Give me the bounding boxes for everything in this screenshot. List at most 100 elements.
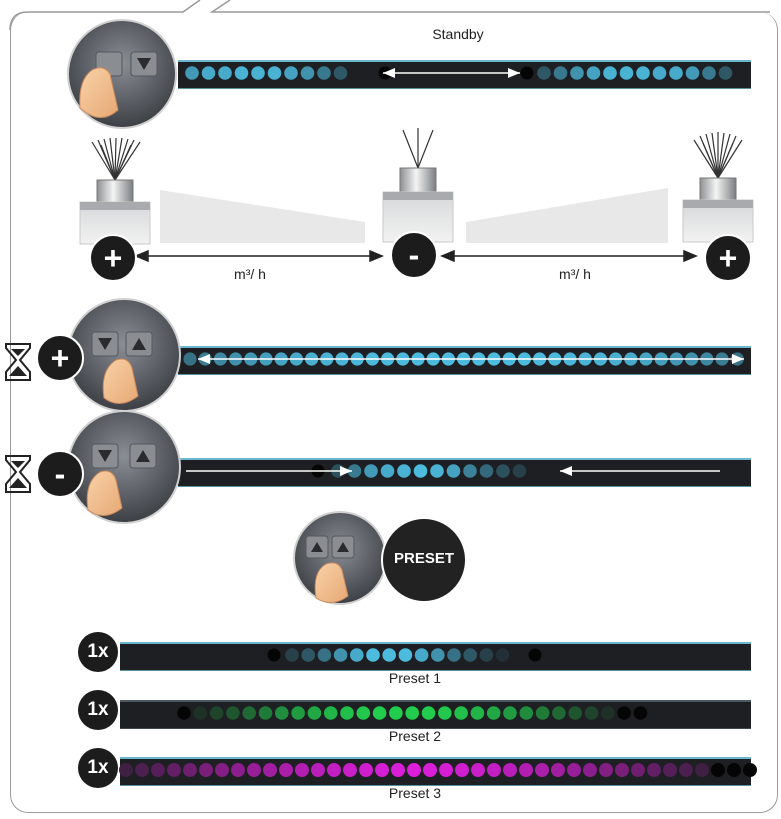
button-closeup-increase [67, 298, 181, 412]
preset-1-led [301, 648, 316, 662]
preset-3-led [679, 763, 693, 777]
preset-2-led [209, 706, 224, 720]
preset-3-led [375, 763, 389, 777]
preset-3-led [615, 763, 629, 777]
preset-3-led [455, 763, 469, 777]
decrease-led [347, 464, 362, 478]
preset-2-label: Preset 2 [388, 728, 442, 744]
standby-right-led [553, 66, 568, 80]
preset-2-led [177, 706, 191, 720]
preset-1-led [333, 648, 348, 662]
preset-1-led [350, 648, 364, 662]
preset-2-led [275, 706, 289, 720]
led-strip-preset-1 [120, 642, 751, 671]
preset-3-led [711, 763, 725, 777]
decrease-led [512, 464, 527, 478]
nozzle-max-right [682, 132, 754, 243]
preset-1-led [366, 648, 380, 662]
preset-3-led [279, 763, 293, 777]
preset-3-led [535, 763, 549, 777]
preset-2-led [601, 706, 615, 720]
preset-3-led [183, 763, 197, 777]
preset-1-led [463, 648, 478, 662]
standby-right-led [652, 66, 667, 80]
button-closeup-standby [67, 19, 177, 129]
standby-left-led [317, 66, 331, 80]
preset-1-led [285, 648, 299, 662]
minus-icon [390, 231, 438, 279]
standby-right-led [603, 66, 617, 80]
preset-2-led [503, 706, 517, 720]
preset-3-led [359, 763, 373, 777]
preset-3-led [295, 763, 309, 777]
preset-3-led [423, 763, 437, 777]
standby-right-led [537, 66, 551, 80]
preset-3-led [151, 763, 165, 777]
plus-icon-glyph: + [719, 240, 738, 276]
preset-2-led [389, 706, 403, 720]
preset-2-led [356, 706, 371, 720]
preset-2-led [340, 706, 354, 720]
preset-2-led [421, 706, 436, 720]
preset-3-led [551, 763, 565, 777]
standby-range-arrow-head [383, 68, 395, 78]
preset-3-led [503, 763, 517, 777]
standby-left-led [333, 66, 348, 80]
plus-icon [89, 234, 137, 282]
preset-2-led [486, 706, 501, 720]
nozzle-max-left [79, 137, 151, 245]
preset-2-led [454, 706, 468, 720]
preset-3-led [199, 763, 213, 777]
standby-right-led [685, 66, 700, 80]
preset-2-led [535, 706, 550, 720]
preset-2-led [193, 706, 208, 720]
preset-3-led [663, 763, 677, 777]
preset-3-led [439, 763, 453, 777]
plus-icon-glyph: + [51, 340, 70, 376]
standby-left-led [251, 66, 265, 80]
standby-right-led [636, 66, 650, 80]
preset-3-led [247, 763, 261, 777]
decrease-led [463, 464, 477, 478]
standby-left-led [267, 66, 282, 80]
unit-label-left: m³/ h [234, 266, 266, 282]
preset-1-led [414, 648, 429, 662]
preset-3-led [471, 763, 485, 777]
unit-label-right: m³/ h [559, 266, 591, 282]
preset-3-led [311, 763, 325, 777]
preset-2-led [291, 706, 305, 720]
preset-2-led [372, 706, 387, 720]
decrease-led [479, 464, 494, 478]
standby-left-led [284, 66, 298, 80]
preset-3-led [135, 763, 149, 777]
standby-left-led [185, 66, 199, 80]
preset-2-led [519, 706, 534, 720]
preset-3-led [727, 763, 741, 777]
standby-right-led [570, 66, 584, 80]
hourglass-icon [5, 343, 31, 381]
decrease-led [413, 464, 428, 478]
standby-range-arrow-head [508, 68, 520, 78]
preset-3-led [167, 763, 181, 777]
decrease-led [364, 464, 378, 478]
preset-3-led [631, 763, 645, 777]
preset-1-end-led [267, 648, 281, 662]
preset-3-led [327, 763, 341, 777]
press-count-badge-1: 1x [78, 632, 118, 672]
preset-1-label: Preset 1 [388, 670, 442, 686]
standby-end-led [520, 66, 534, 80]
increase-arrow-head [198, 354, 210, 364]
preset-3-led [583, 763, 597, 777]
preset-1-led [495, 648, 510, 662]
standby-left-led [300, 66, 315, 80]
preset-2-led [568, 706, 582, 720]
plus-icon [704, 234, 752, 282]
preset-2-led [633, 706, 648, 720]
flow-wedge-left [160, 190, 365, 243]
preset-2-led [438, 706, 452, 720]
plus-icon-glyph: + [104, 240, 123, 276]
preset-2-led [226, 706, 240, 720]
standby-left-led [201, 66, 216, 80]
preset-3-led [343, 763, 357, 777]
